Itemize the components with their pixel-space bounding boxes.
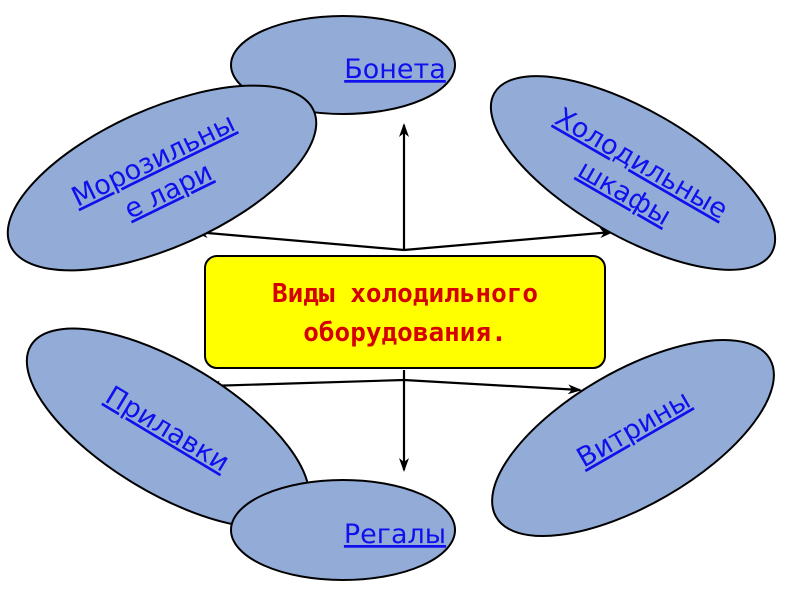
- node-regaly-label: Регалы: [344, 519, 446, 550]
- node-boneta-label: Бонета: [344, 54, 446, 85]
- arrow-to-vitriny: [403, 378, 582, 395]
- node-holodilnye-shkafy-shape: [489, 75, 777, 271]
- center-node-box: [204, 255, 606, 369]
- center-node-title-line1: Виды холодильного: [272, 279, 538, 309]
- connector-arrows: [194, 123, 614, 472]
- node-morozilnye-lari: Морозильны е лари: [6, 84, 318, 272]
- arrow-to-prilavki: [206, 378, 405, 391]
- center-node: Виды холодильного оборудования.: [204, 255, 606, 369]
- node-vitriny-shape: [491, 338, 775, 538]
- node-vitriny: Витрины: [491, 338, 775, 538]
- arrow-to-holodilnye-shkafy: [403, 228, 614, 252]
- node-regaly: Регалы: [230, 479, 456, 581]
- arrow-to-morozilnye-lari: [194, 228, 405, 252]
- node-morozilnye-lari-shape: [6, 84, 318, 272]
- node-regaly-shape: [230, 479, 456, 581]
- center-node-title-line2: оборудования.: [303, 318, 507, 348]
